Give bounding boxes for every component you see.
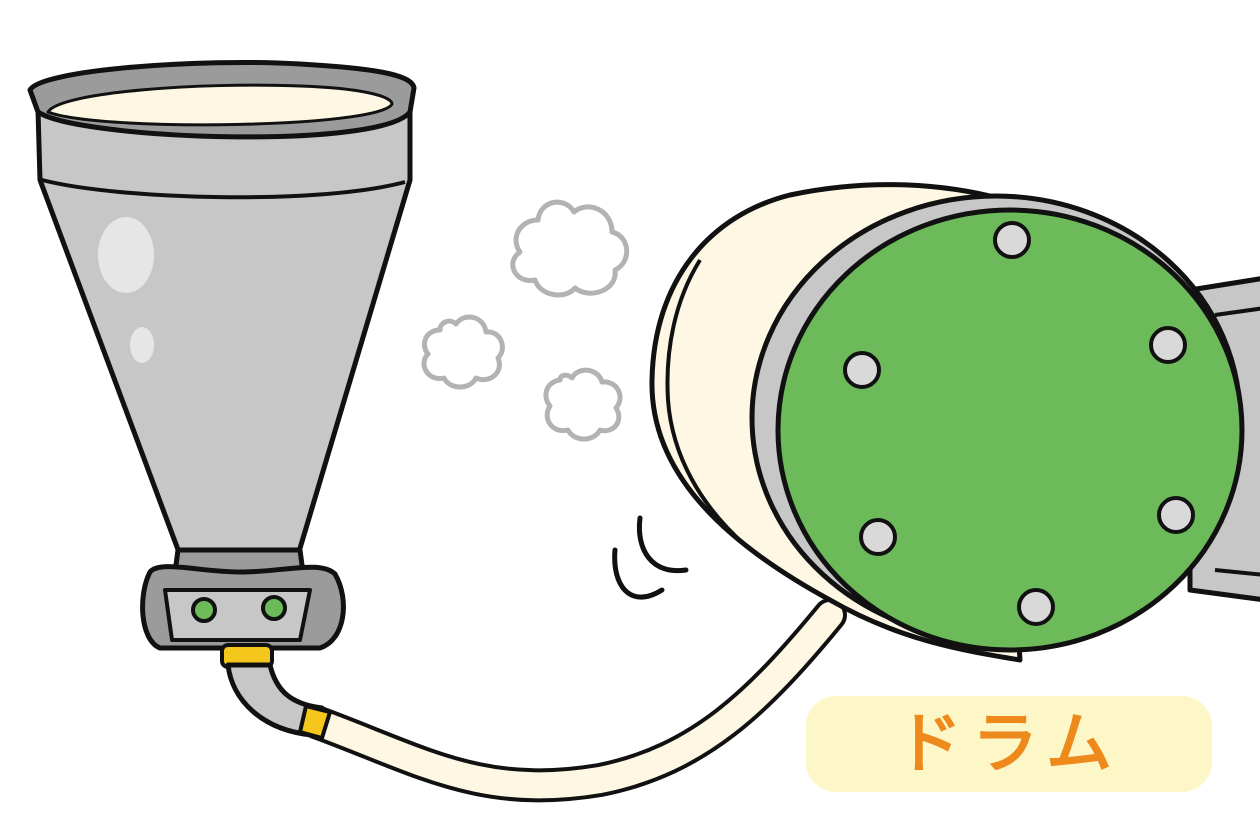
vibration-lines-icon	[612, 515, 689, 600]
hose-icon	[299, 598, 847, 803]
drum-label-box: ドラム	[806, 696, 1212, 792]
drum-label: ドラム	[895, 705, 1123, 782]
drum-bolts	[843, 221, 1195, 626]
smoke-puff-icon	[421, 199, 630, 442]
drum-icon	[649, 182, 1260, 663]
funnel-icon	[27, 59, 417, 740]
